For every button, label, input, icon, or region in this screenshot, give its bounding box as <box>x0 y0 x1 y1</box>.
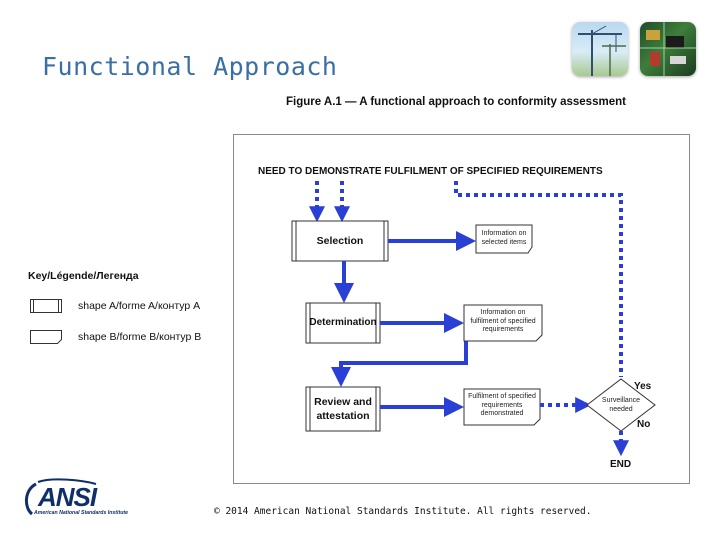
review-box <box>305 386 381 432</box>
key-shape-b-label: shape B/forme B/контур B <box>78 331 202 343</box>
stage-determination: Determination <box>309 317 377 328</box>
determination-to-review-arrow <box>331 335 468 387</box>
copyright-footer: © 2014 American National Standards Insti… <box>214 506 592 517</box>
info-fulfilment-label: Fulfilment of specified requirements dem… <box>468 393 536 417</box>
crane-photo <box>572 22 628 76</box>
ansi-logo-name: ANSI <box>38 482 97 512</box>
stage-review: Review and attestation <box>314 396 372 422</box>
info-determination-label: Information on fulfilment of specified r… <box>470 309 536 333</box>
info-doc-fulfilment <box>463 388 541 426</box>
key-shape-a-icon <box>30 299 62 313</box>
key-shape-b-icon <box>30 330 62 344</box>
need-to-decision-dashed <box>454 181 623 377</box>
page-title: Functional Approach <box>42 52 338 81</box>
info-doc-determination <box>463 304 543 342</box>
info-doc-selection <box>475 224 533 254</box>
decision-label: Surveillance needed <box>601 397 641 413</box>
ansi-logo-tagline: American National Standards Institute <box>34 510 128 516</box>
need-heading: NEED TO DEMONSTRATE FULFILMENT OF SPECIF… <box>258 166 603 177</box>
decision-no: No <box>637 419 651 430</box>
info-selection-label: Information on selected items <box>481 230 527 246</box>
circuit-board-photo <box>640 22 696 76</box>
stage-selection: Selection <box>316 235 364 247</box>
end-label: END <box>610 459 632 470</box>
key-shape-a-label: shape A/forme A/контур A <box>78 300 201 312</box>
figure-title: Figure A.1 — A functional approach to co… <box>286 96 626 108</box>
conformity-diagram: NEED TO DEMONSTRATE FULFILMENT OF SPECIF… <box>233 134 690 484</box>
decision-yes: Yes <box>634 381 652 392</box>
ansi-logo: ANSI American National Standards Institu… <box>22 478 150 522</box>
key-title: Key/Légende/Легенда <box>28 270 139 282</box>
